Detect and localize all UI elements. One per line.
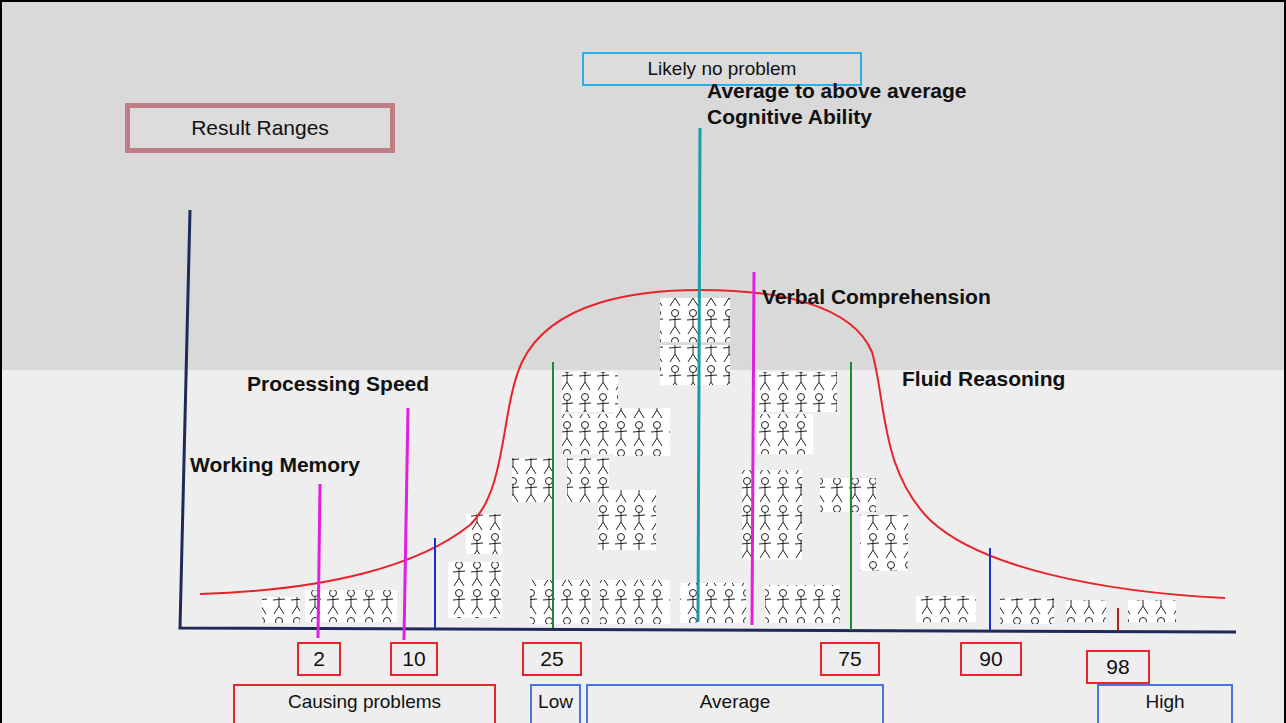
leader-line <box>404 408 408 640</box>
range-box: Average <box>586 684 884 723</box>
leader-line <box>752 272 754 625</box>
stick-figures <box>262 298 1176 624</box>
lower-ground <box>0 370 1286 723</box>
title-box: Result Ranges <box>125 103 395 153</box>
scale-label: Processing Speed <box>247 371 429 397</box>
scale-label: Working Memory <box>190 452 360 478</box>
upper-ground <box>0 0 1286 370</box>
scale-label: Fluid Reasoning <box>902 366 1065 392</box>
box-text: Result Ranges <box>191 116 329 140</box>
box-text: High <box>1145 691 1184 713</box>
leader-line <box>318 484 320 638</box>
band-line <box>552 362 554 628</box>
percentile-box: 90 <box>960 642 1022 676</box>
percentile-box: 10 <box>390 642 438 676</box>
axes <box>180 210 1236 632</box>
box-text: Low <box>538 691 573 713</box>
percentile-box: 25 <box>522 642 582 676</box>
box-text: 10 <box>402 647 425 671</box>
box-text: Average <box>700 691 770 713</box>
group-label: Average to above average Cognitive Abili… <box>707 78 1027 130</box>
range-box: Low <box>530 684 581 723</box>
scale-label: Verbal Comprehension <box>762 284 991 310</box>
band-line <box>434 538 436 628</box>
band-line <box>850 362 852 630</box>
range-box: Causing problems <box>233 684 496 723</box>
leader-line <box>698 128 700 622</box>
box-text: 2 <box>313 647 325 671</box>
band-line <box>1117 608 1119 631</box>
band-line <box>989 548 991 630</box>
range-box: High <box>1097 684 1233 723</box>
box-text: 98 <box>1106 655 1129 679</box>
box-text: 25 <box>540 647 563 671</box>
box-text: Causing problems <box>288 691 441 713</box>
percentile-box: 75 <box>820 642 880 676</box>
bell-curve <box>200 290 1225 598</box>
box-text: Likely no problem <box>648 58 797 80</box>
box-text: 90 <box>979 647 1002 671</box>
percentile-box: 98 <box>1086 650 1150 684</box>
percentile-box: 2 <box>297 642 341 676</box>
box-text: 75 <box>838 647 861 671</box>
